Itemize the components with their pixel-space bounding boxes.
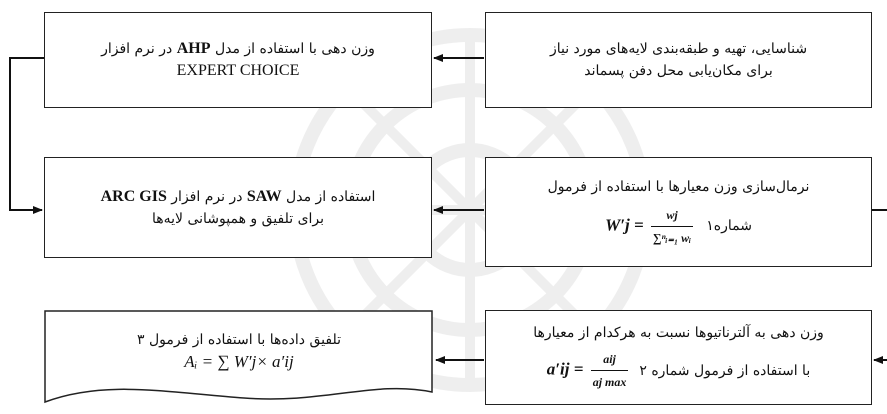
step-normalization-line2: شماره۱ — [706, 218, 752, 234]
step-alternative-weighting-box: وزن دهی به آلترناتیوها نسبت به هرکدام از… — [485, 310, 872, 405]
saw-label: SAW — [246, 187, 282, 205]
arcgis-label: ARC GIS — [100, 187, 167, 205]
step-saw-overlay-line2: برای تلفیق و همپوشانی لایه‌ها — [151, 210, 325, 227]
step-saw-overlay-box: استفاده از مدل SAW در نرم افزار ARC GIS … — [44, 157, 432, 258]
step-layer-identification-line1: شناسایی، تهیه و طبقه‌بندی لایه‌های مورد … — [549, 41, 808, 57]
step-layer-identification-box: شناسایی، تهیه و طبقه‌بندی لایه‌های مورد … — [485, 12, 872, 108]
step-ahp-weighting-line1: وزن دهی با استفاده از مدل AHP در نرم افز… — [101, 40, 375, 57]
step-saw-overlay-line1: استفاده از مدل SAW در نرم افزار ARC GIS — [100, 187, 376, 205]
formula-3: Aᵢ = ∑ W′j× a′ij — [184, 352, 294, 371]
formula-2: a′ij = aij aj max — [547, 348, 632, 393]
step-data-integration-line1: تلفیق داده‌ها با استفاده از فرمول ۳ — [137, 332, 341, 348]
step-data-integration-box: تلفیق داده‌ها با استفاده از فرمول ۳ Aᵢ =… — [44, 312, 434, 390]
step-alternative-weighting-line1: وزن دهی به آلترناتیوها نسبت به هرکدام از… — [533, 325, 824, 341]
formula-1: W′j = wj ∑ⁿᵢ₌₁ wᵢ — [605, 204, 696, 249]
step-normalization-box: نرمال‌سازی وزن معیارها با استفاده از فرم… — [485, 157, 872, 267]
step-normalization-line1: نرمال‌سازی وزن معیارها با استفاده از فرم… — [547, 178, 810, 195]
ahp-label: AHP — [176, 40, 211, 57]
expert-choice-label: EXPERT CHOICE — [176, 62, 300, 79]
step-layer-identification-line2: برای مکان‌یابی محل دفن پسماند — [584, 63, 773, 79]
step-alternative-weighting-line2: با استفاده از فرمول شماره ۲ — [639, 362, 811, 379]
step-ahp-weighting-box: وزن دهی با استفاده از مدل AHP در نرم افز… — [44, 12, 432, 108]
document-shape-outline — [44, 310, 433, 404]
arrow-b2-to-b4 — [9, 57, 44, 214]
